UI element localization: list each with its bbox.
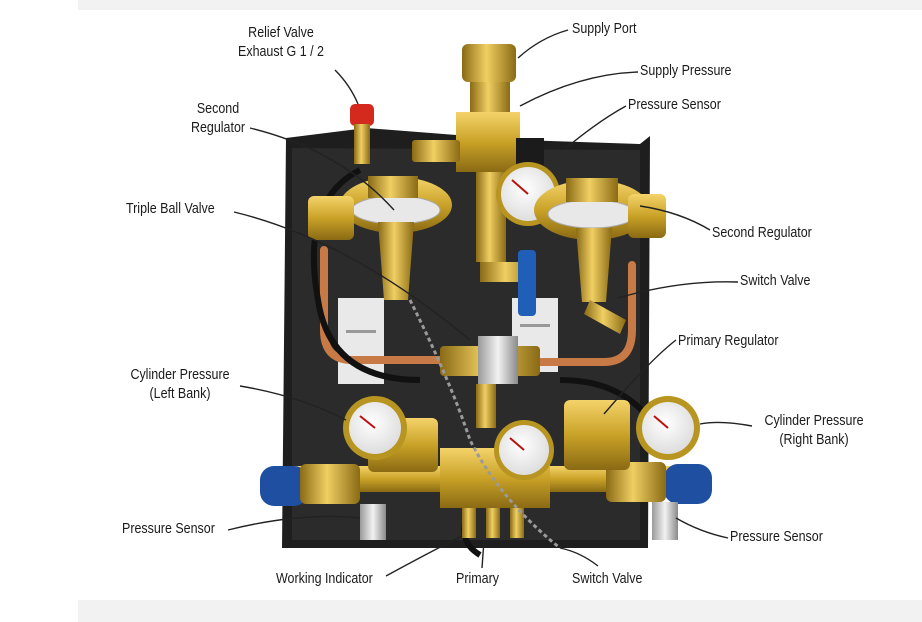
right-pressure-sensor <box>652 502 678 540</box>
leader-supply-pressure <box>519 71 639 107</box>
leader-lines <box>227 29 753 577</box>
label-relief-valve-line2: Exhaust G 1 / 2 <box>238 44 324 60</box>
left-pressure-sensor <box>360 504 386 540</box>
label-cylinder-right-line1: Cylinder Pressure <box>764 413 864 429</box>
label-cylinder-left-line2: (Left Bank) <box>149 386 211 402</box>
label-primary-regulator: Primary Regulator <box>678 333 779 349</box>
right-second-regulator <box>534 178 666 334</box>
leader-triple-ball-valve <box>233 211 471 341</box>
leader-cylinder-left <box>239 385 347 421</box>
leader-primary-regulator <box>603 339 677 415</box>
leader-pressure-sensor-left <box>227 515 361 531</box>
label-cylinder-right-line2: (Right Bank) <box>779 432 849 448</box>
leader-supply-port <box>517 29 569 59</box>
leader-primary <box>481 539 485 569</box>
label-supply-pressure: Supply Pressure <box>640 63 732 79</box>
label-pressure-sensor-left: Pressure Sensor <box>122 521 215 537</box>
label-second-regulator-left: Second Regulator <box>185 100 250 138</box>
label-second-regulator-left-line1: Second <box>196 101 240 117</box>
top-pressure-sensor <box>516 138 544 166</box>
leader-second-regulator-left <box>249 127 395 211</box>
label-triple-ball-valve: Triple Ball Valve <box>126 201 215 217</box>
top-border-strip <box>78 0 922 10</box>
lower-manifold <box>260 400 712 540</box>
label-pressure-sensor-top: Pressure Sensor <box>628 97 721 113</box>
bottom-border-strip <box>78 600 922 622</box>
left-second-regulator <box>308 176 452 300</box>
leader-relief-valve <box>334 69 359 105</box>
label-switch-valve-right: Switch Valve <box>740 273 811 289</box>
label-second-regulator-right: Second Regulator <box>712 225 812 241</box>
leader-pressure-sensor-right <box>675 517 729 539</box>
label-relief-valve: Relief Valve Exhaust G 1 / 2 <box>234 24 329 62</box>
left-inlet-cap <box>260 466 308 506</box>
label-switch-valve-bottom: Switch Valve <box>572 571 643 587</box>
central-switch-block <box>440 336 540 428</box>
label-cylinder-left-line1: Cylinder Pressure <box>130 367 230 383</box>
lower-gauges <box>343 396 700 480</box>
leader-switch-valve-right <box>617 281 739 299</box>
leader-working-indicator <box>385 535 463 577</box>
leader-second-regulator-right <box>639 205 711 231</box>
leader-switch-valve-bottom <box>559 547 599 567</box>
relief-valve <box>350 104 374 164</box>
supply-port-assembly <box>412 44 560 316</box>
label-pressure-sensor-right: Pressure Sensor <box>730 529 823 545</box>
label-primary: Primary <box>456 571 499 587</box>
valve-chain <box>408 299 561 550</box>
leader-cylinder-right <box>699 421 753 427</box>
label-working-indicator: Working Indicator <box>276 571 373 587</box>
leader-pressure-sensor-top <box>565 105 627 149</box>
supply-manifold-block <box>456 112 520 172</box>
label-cylinder-pressure-left: Cylinder Pressure (Left Bank) <box>122 366 239 404</box>
label-second-regulator-left-line2: Regulator <box>190 120 246 136</box>
right-inlet-cap <box>664 464 712 504</box>
blue-ball-valve-handle <box>518 250 536 316</box>
label-supply-port: Supply Port <box>572 21 637 37</box>
supply-port-fitting <box>462 44 516 82</box>
label-cylinder-pressure-right: Cylinder Pressure (Right Bank) <box>754 412 874 450</box>
label-relief-valve-line1: Relief Valve <box>248 25 314 41</box>
